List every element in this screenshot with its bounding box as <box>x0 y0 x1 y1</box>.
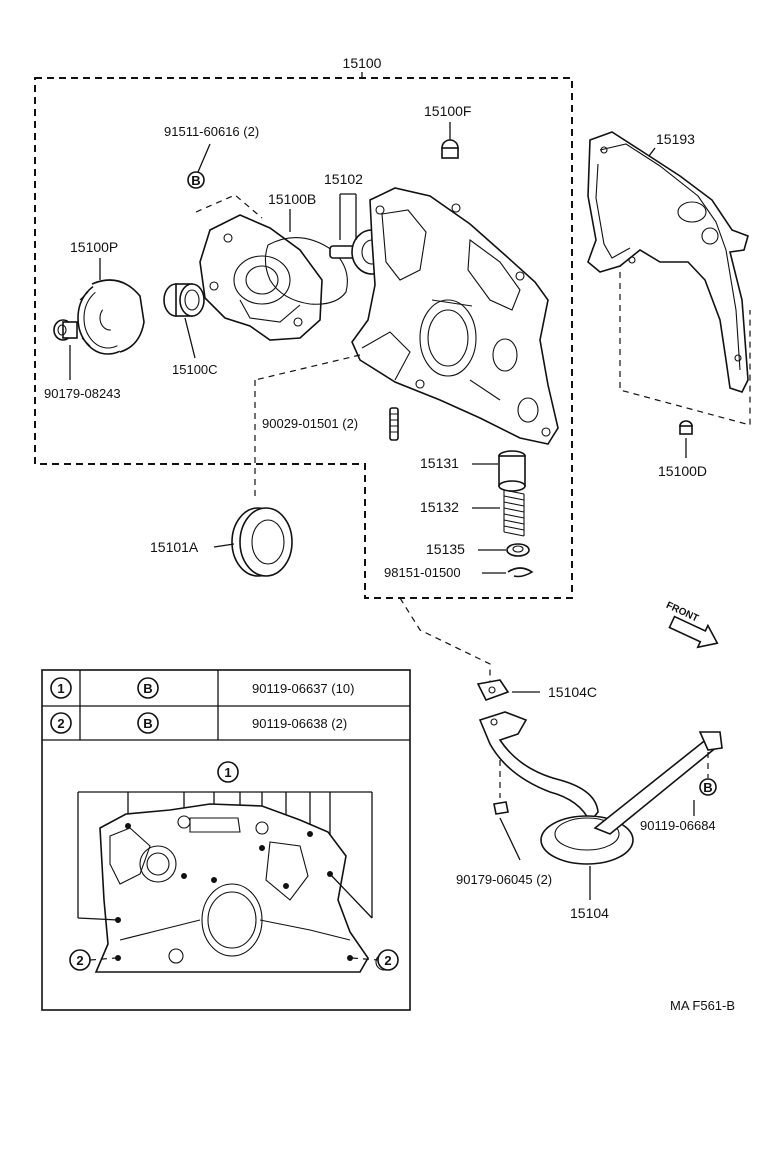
drive-rotor-15102-label: 15102 <box>324 171 363 187</box>
table-row2-marker-circle <box>137 712 159 734</box>
retainer-15135-label: 15135 <box>426 541 465 557</box>
nut-90179-06045-label: 90179-06045 (2) <box>456 872 552 887</box>
relief-valve-part <box>498 450 526 492</box>
cover-dash-leader <box>254 354 361 381</box>
pin-90029-label: 90029-01501 (2) <box>262 416 358 431</box>
pin-part <box>389 407 399 441</box>
gear-bolt-part <box>53 319 78 341</box>
strainer-dash-leader <box>399 597 491 686</box>
table-row2-ref: 2 <box>57 716 64 731</box>
oil-pump-assy-outline <box>34 77 573 599</box>
o-ring-15100C-label: 15100C <box>172 362 218 377</box>
strainer-gasket-part <box>476 679 510 701</box>
gear-15100P-label: 15100P <box>70 239 118 255</box>
gasket-15104C-label: 15104C <box>548 684 597 700</box>
location-ref-2-left: 2 <box>76 953 83 968</box>
strainer-15104-label: 15104 <box>570 905 609 921</box>
table-row1-ref: 1 <box>57 681 64 696</box>
table-row1-marker: B <box>143 681 152 696</box>
valve-15131-label: 15131 <box>420 455 459 471</box>
rotor-plate-part <box>199 214 323 341</box>
location-ref-1: 1 <box>224 765 231 780</box>
cover-gasket-part <box>587 131 749 393</box>
figure-code: MA F561-B <box>670 998 735 1013</box>
table-row2-marker: B <box>143 716 152 731</box>
bolt-90119-06684-label: 90119-06684 <box>640 818 716 833</box>
drive-gear-part <box>77 279 145 355</box>
table-row2-part: 90119-06638 (2) <box>252 716 347 731</box>
plug-15100F-label: 15100F <box>424 103 471 119</box>
b-marker-strainer-circle <box>699 778 717 796</box>
plug-part <box>441 139 459 159</box>
oil-strainer-part <box>478 711 723 865</box>
b-marker-circle <box>187 171 205 189</box>
oil-seal-15101A-label: 15101A <box>150 539 199 555</box>
table-row2-ref-circle <box>50 712 72 734</box>
bolt-location-view: 1 2 2 <box>69 761 399 973</box>
dowel-part <box>679 420 693 435</box>
b-marker-text: B <box>191 173 200 188</box>
rotor-dash-leader <box>195 194 263 219</box>
bolt-90179-08243-label: 90179-08243 <box>44 386 121 401</box>
spring-15132-label: 15132 <box>420 499 459 515</box>
relief-spring-part <box>503 489 525 537</box>
retainer-part <box>506 543 530 557</box>
table-row1-ref-circle <box>50 677 72 699</box>
location-ref-2-right: 2 <box>384 953 391 968</box>
snap-ring-98151-label: 98151-01500 <box>384 565 461 580</box>
oil-pump-assy-label: 15100 <box>343 55 382 71</box>
snap-ring-part <box>507 567 534 578</box>
strainer-nut-part <box>493 801 509 815</box>
bolt-table: 1 B 90119-06637 (10) 2 B 90119-06638 (2) <box>41 669 411 1011</box>
timing-cover-body <box>351 187 559 445</box>
bolt-91511-label: 91511-60616 (2) <box>164 124 259 139</box>
gasket-15193-label: 15193 <box>656 131 695 147</box>
dowel-15100D-label: 15100D <box>658 463 707 479</box>
b-marker-strainer-text: B <box>703 780 712 795</box>
table-row1-part: 90119-06637 (10) <box>252 681 354 696</box>
o-ring-part <box>163 283 205 317</box>
oil-seal-part <box>231 507 293 577</box>
driven-rotor-15100B-label: 15100B <box>268 191 316 207</box>
table-row1-marker-circle <box>137 677 159 699</box>
gasket-outline <box>619 250 751 426</box>
gasket-15100B-part <box>264 237 348 305</box>
front-arrow-icon <box>668 615 719 649</box>
